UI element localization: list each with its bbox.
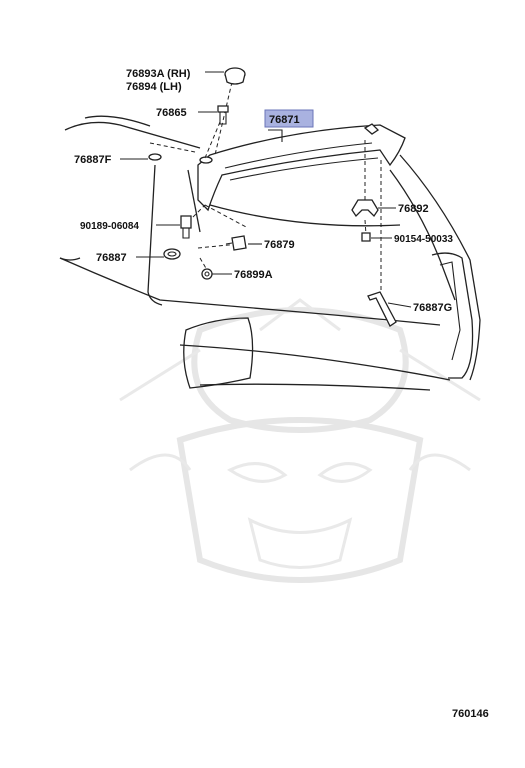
guide-lines bbox=[149, 81, 382, 290]
rear-spoiler bbox=[197, 123, 406, 212]
label-76892: 76892 bbox=[398, 203, 429, 215]
leader-lines bbox=[120, 71, 412, 308]
label-90189-06084: 90189-06084 bbox=[80, 221, 139, 232]
figure-number: 760146 bbox=[452, 708, 489, 720]
label-76871: 76871 bbox=[269, 114, 300, 126]
label-76887G: 76887G bbox=[413, 302, 452, 314]
part-labels: 76893A (RH) 76894 (LH) 76865 76871 76887… bbox=[74, 68, 489, 720]
label-90154-50033: 90154-50033 bbox=[394, 234, 453, 245]
label-76894: 76894 (LH) bbox=[126, 81, 182, 93]
fastener-parts bbox=[148, 67, 397, 327]
label-76887F: 76887F bbox=[74, 154, 112, 166]
label-76887: 76887 bbox=[96, 252, 127, 264]
watermark-emblem bbox=[119, 298, 481, 583]
label-76893A: 76893A (RH) bbox=[126, 68, 191, 80]
label-76899A: 76899A bbox=[234, 269, 273, 281]
vehicle-body bbox=[59, 115, 481, 391]
label-76879: 76879 bbox=[264, 239, 295, 251]
label-76865: 76865 bbox=[156, 107, 187, 119]
highlight-76871 bbox=[264, 109, 314, 128]
